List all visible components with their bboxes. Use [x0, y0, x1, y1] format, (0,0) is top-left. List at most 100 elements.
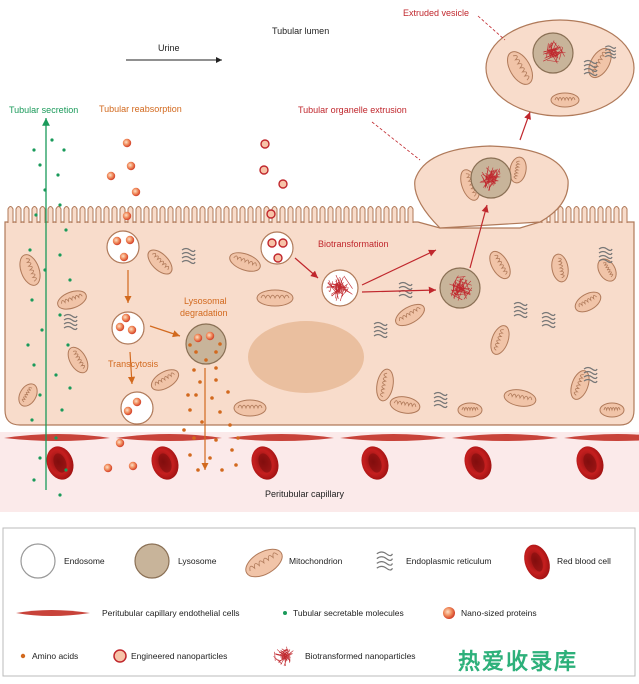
- biotransformation-label: Biotransformation: [318, 240, 389, 249]
- secretable-dot: [54, 436, 57, 439]
- amino-acid: [200, 420, 204, 424]
- secretable-dot: [50, 138, 53, 141]
- secretable-dot: [64, 468, 67, 471]
- dash-organelle: [372, 122, 420, 160]
- amino-acid: [230, 448, 234, 452]
- secretable-dot: [62, 148, 65, 151]
- engineered-np: [279, 180, 287, 188]
- mitochondrion-icon: [600, 403, 624, 417]
- nano-protein: [124, 407, 132, 415]
- amino-acid: [236, 436, 240, 440]
- microvillus: [400, 207, 405, 224]
- nano-protein: [132, 188, 140, 196]
- engineered-np: [267, 210, 275, 218]
- microvillus: [64, 207, 69, 224]
- microvillus: [192, 207, 197, 224]
- microvillus: [176, 207, 181, 224]
- amino-acid: [234, 463, 238, 467]
- microvillus: [590, 207, 595, 224]
- tubular-lumen-label: Tubular lumen: [272, 27, 329, 36]
- nano-protein: [113, 237, 121, 245]
- lysosomal-label: Lysosomal: [184, 297, 227, 306]
- amino-acid: [198, 380, 202, 384]
- tubular-organelle-extrusion-label: Tubular organelle extrusion: [298, 106, 407, 115]
- nano-protein: [127, 162, 135, 170]
- secretable-dot: [40, 328, 43, 331]
- tubular-secretion-label: Tubular secretion: [9, 106, 78, 115]
- bio-core: [455, 283, 464, 292]
- microvillus: [224, 207, 229, 224]
- bio-core: [486, 173, 495, 182]
- legend-rbc-label: Red blood cell: [557, 557, 611, 566]
- secretable-dot: [58, 253, 61, 256]
- amino-acid: [220, 468, 224, 472]
- secretable-dot: [30, 418, 33, 421]
- microvillus: [152, 207, 157, 224]
- secretable-dot: [68, 386, 71, 389]
- microvillus: [200, 207, 205, 224]
- amino-acid: [218, 410, 222, 414]
- mitochondrion-icon: [234, 400, 266, 416]
- amino-acid: [188, 343, 192, 347]
- legend-engineered-np-label: Engineered nanoparticles: [131, 652, 227, 661]
- microvillus: [280, 207, 285, 224]
- transcytosis-label: Transcytosis: [108, 360, 158, 369]
- amino-acid: [204, 358, 208, 362]
- amino-acid: [214, 366, 218, 370]
- amino-acid: [182, 428, 186, 432]
- amino-acid: [210, 396, 214, 400]
- microvillus: [72, 207, 77, 224]
- legend-engineered-np-icon: [114, 650, 126, 662]
- microvillus: [312, 207, 317, 224]
- microvillus: [40, 207, 45, 224]
- microvillus: [392, 207, 397, 224]
- microvillus: [208, 207, 213, 224]
- capillary-band: [0, 432, 639, 512]
- secretable-dot: [30, 298, 33, 301]
- legend-mitochondrion-label: Mitochondrion: [289, 557, 342, 566]
- microvillus: [144, 207, 149, 224]
- nano-protein: [107, 172, 115, 180]
- amino-acid: [208, 456, 212, 460]
- secretable-dot: [34, 213, 37, 216]
- amino-acid: [196, 468, 200, 472]
- microvillus: [112, 207, 117, 224]
- microvillus: [104, 207, 109, 224]
- bio-core: [548, 48, 557, 57]
- amino-acid: [192, 368, 196, 372]
- microvillus: [384, 207, 389, 224]
- arrow-bio-5: [520, 112, 530, 140]
- secretable-dot: [43, 188, 46, 191]
- mitochondrion-icon: [551, 93, 579, 107]
- microvillus: [232, 207, 237, 224]
- microvillus: [304, 207, 309, 224]
- legend-endosome-label: Endosome: [64, 557, 105, 566]
- engineered-np: [274, 254, 282, 262]
- nano-protein: [126, 236, 134, 244]
- legend-endothelial-label: Peritubular capillary endothelial cells: [102, 609, 240, 618]
- nano-protein: [206, 332, 214, 340]
- amino-acid: [214, 438, 218, 442]
- mitochondrion-icon: [458, 403, 482, 417]
- nano-protein: [128, 326, 136, 334]
- secretable-dot: [64, 228, 67, 231]
- mitochondrion-icon: [257, 290, 293, 306]
- degradation-label: degradation: [180, 309, 228, 318]
- secretable-dot: [56, 173, 59, 176]
- nano-protein: [122, 314, 130, 322]
- nano-protein: [133, 398, 141, 406]
- secretable-dot: [58, 313, 61, 316]
- legend-secretable-label: Tubular secretable molecules: [293, 609, 404, 618]
- microvillus: [256, 207, 261, 224]
- microvillus: [80, 207, 85, 224]
- legend-er-label: Endoplasmic reticulum: [406, 557, 492, 566]
- microvillus: [88, 207, 93, 224]
- microvillus: [598, 207, 603, 224]
- legend-lysosome-icon: [135, 544, 169, 578]
- secretable-dot: [28, 248, 31, 251]
- legend-endosome-icon: [21, 544, 55, 578]
- microvillus: [328, 207, 333, 224]
- legend-amino-label: Amino acids: [32, 652, 78, 661]
